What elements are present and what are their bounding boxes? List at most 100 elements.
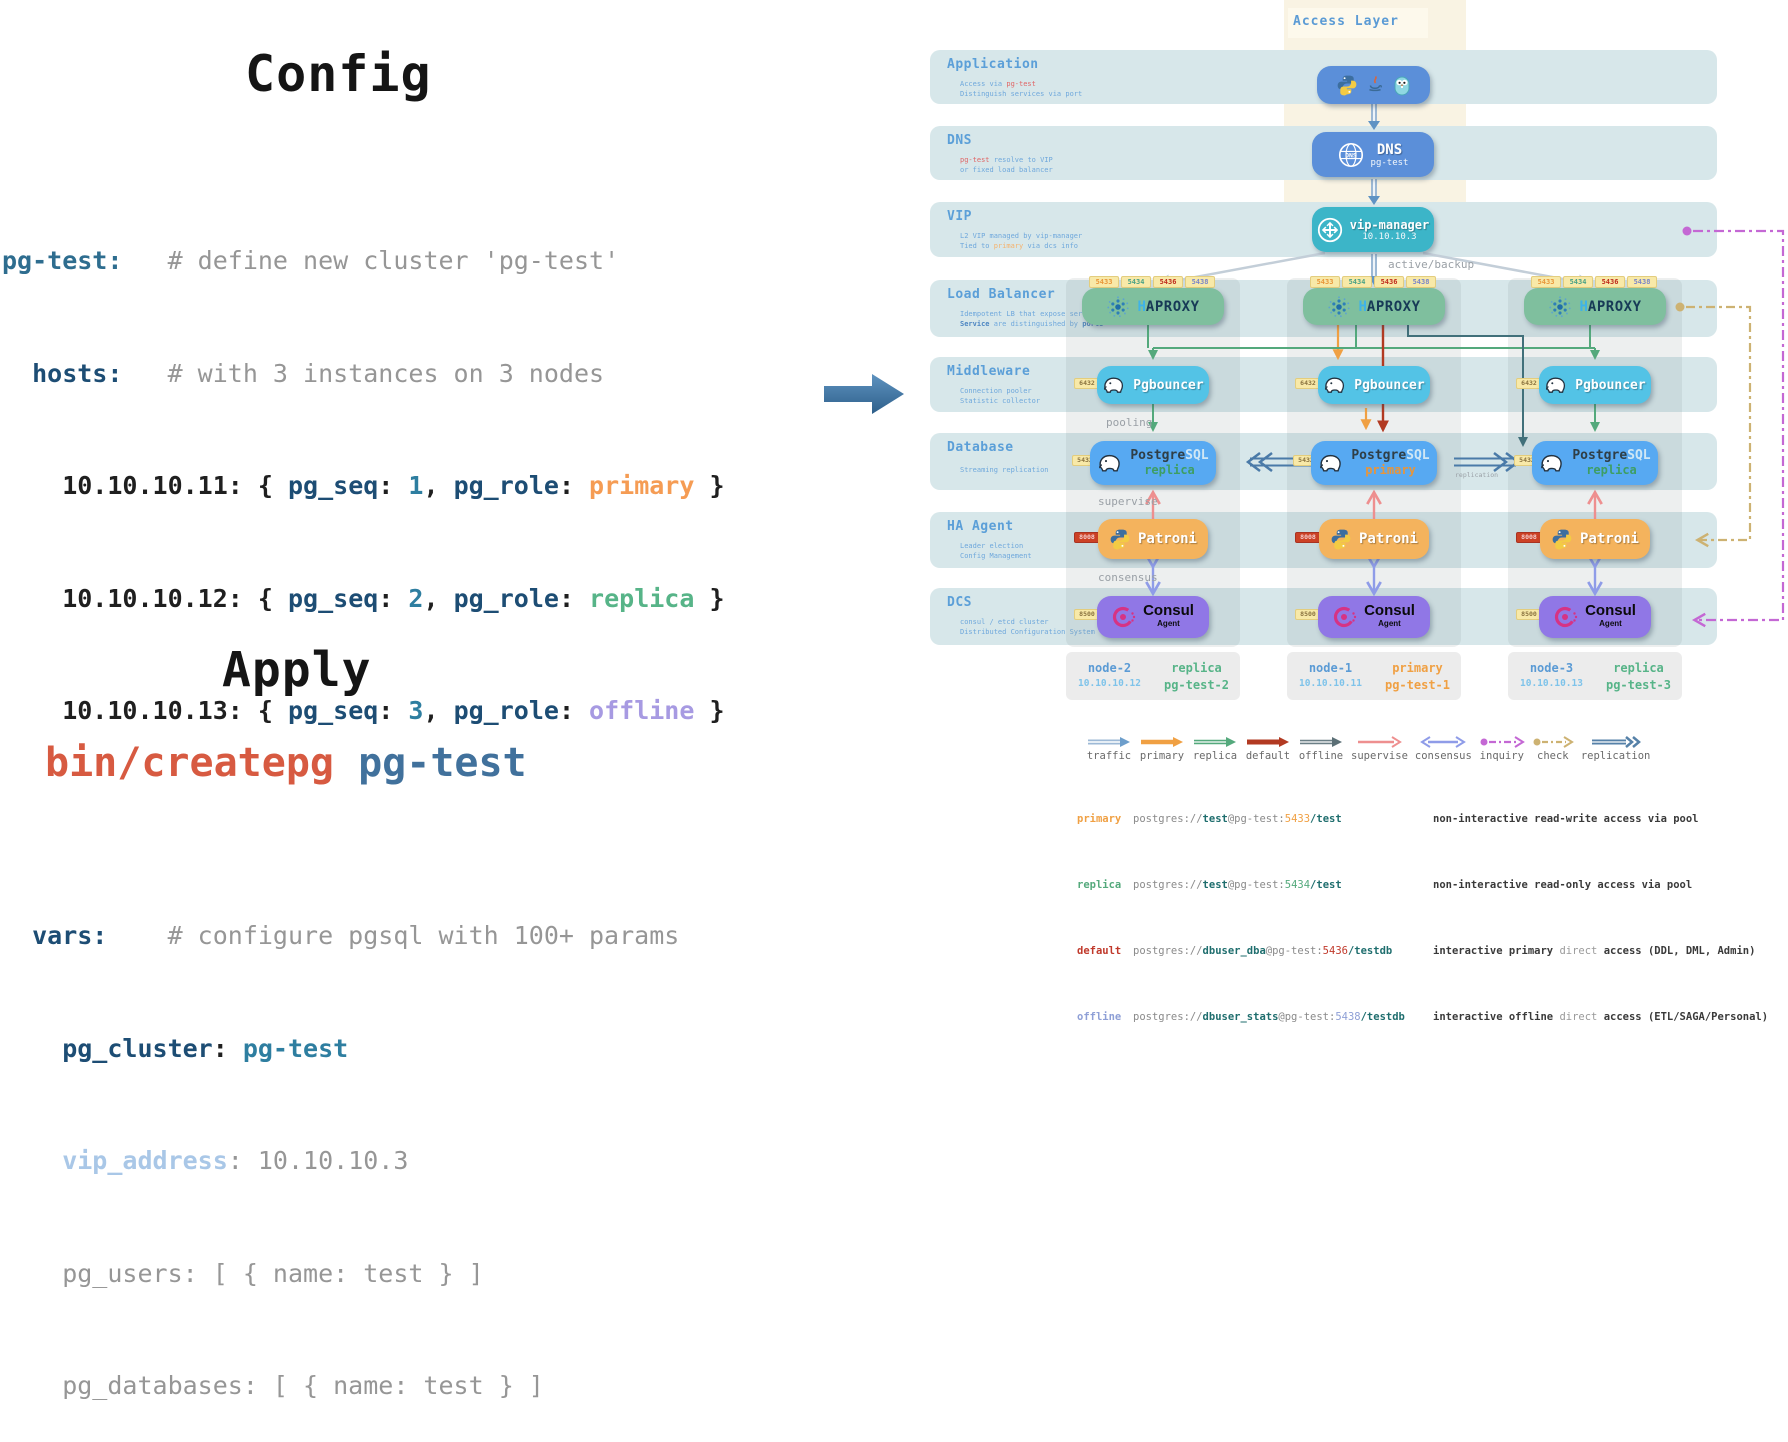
service-url: postgres://dbuser_stats@pg-test:5438/tes…	[1133, 1011, 1405, 1023]
apply-command: bin/createpg pg-test	[45, 740, 527, 786]
port-tag: 5434	[1342, 276, 1372, 288]
elephant-icon	[1325, 377, 1345, 393]
postgres-label-light: SQL	[1185, 448, 1209, 463]
haproxy-box: HAPROXY	[1524, 288, 1666, 325]
service-row: offline postgres://dbuser_stats@pg-test:…	[1077, 1006, 1768, 1028]
code-line: pg_users: [ { name: test } ]	[2, 1258, 484, 1288]
svg-text:DNS: DNS	[1345, 151, 1357, 159]
node-ip: 10.10.10.13	[1520, 677, 1583, 689]
traffic-arrow-icon	[1088, 737, 1130, 747]
node-name: node-2	[1087, 660, 1132, 675]
haproxy-label-h: H	[1358, 298, 1367, 315]
node-ip: 10.10.10.12	[1078, 677, 1141, 689]
consul-icon	[1554, 606, 1578, 628]
port-tag: 5433	[1531, 276, 1561, 288]
consensus-label: consensus	[1098, 571, 1158, 584]
code-line: vip_address: 10.10.10.3	[2, 1146, 409, 1175]
node-name: node-3	[1529, 660, 1574, 675]
python-icon	[1331, 529, 1351, 550]
postgres-box: PostgreSQL replica	[1532, 441, 1658, 485]
check-arrow-icon	[1533, 736, 1574, 748]
consul-icon	[1112, 606, 1136, 628]
postgres-label-light: SQL	[1627, 448, 1651, 463]
node-instance: pg-test-2	[1163, 677, 1230, 692]
consul-box: Consul Agent	[1318, 596, 1430, 638]
port-tag: 5434	[1121, 276, 1151, 288]
config-title: Config	[245, 45, 432, 103]
command-argument: pg-test	[333, 740, 527, 786]
dns-globe-icon: DNS	[1338, 142, 1363, 167]
haproxy-icon	[1328, 295, 1351, 317]
postgres-label-light: SQL	[1406, 448, 1430, 463]
node-name: node-1	[1308, 660, 1353, 675]
patroni-box: Patroni	[1540, 519, 1650, 559]
elephant-icon	[1104, 377, 1124, 393]
service-desc: non-interactive read-write access via po…	[1433, 813, 1699, 825]
service-desc: interactive primary direct access (DDL, …	[1433, 945, 1756, 957]
dns-box-label: DNS	[1376, 141, 1403, 158]
postgres-role: replica	[1586, 463, 1637, 477]
node-role: primary	[1392, 660, 1443, 675]
postgres-label-dark: Postgre	[1572, 448, 1628, 463]
legend-item: consensus	[1415, 736, 1472, 762]
code-line: pg_cluster: pg-test	[2, 1033, 349, 1063]
code-line: vars: # configure pgsql with 100+ params	[2, 921, 680, 950]
port-tag: 5438	[1406, 276, 1436, 288]
legend-item: replication	[1581, 736, 1650, 762]
service-role: offline	[1077, 1011, 1122, 1023]
haproxy-label-rest: APROXY	[1587, 298, 1642, 315]
code-blank-line	[2, 805, 725, 843]
legend-item: replica	[1192, 736, 1238, 762]
pgbouncer-box: Pgbouncer	[1097, 366, 1209, 404]
service-row: primary postgres://test@pg-test:5433/tes…	[1077, 808, 1768, 830]
vip-router-icon	[1317, 217, 1342, 242]
access-layer-label-highlight	[1288, 8, 1428, 38]
node-role: replica	[1613, 660, 1664, 675]
dns-box: DNS DNS pg-test	[1312, 132, 1434, 177]
pgbouncer-label: Pgbouncer	[1354, 377, 1425, 393]
default-arrow-icon	[1247, 737, 1289, 747]
code-line: 10.10.10.11: { pg_seq: 1, pg_role: prima…	[2, 471, 725, 500]
config-code-block: pg-test: # define new cluster 'pg-test' …	[2, 167, 725, 1442]
service-url: postgres://dbuser_dba@pg-test:5436/testd…	[1133, 945, 1393, 957]
service-row: default postgres://dbuser_dba@pg-test:54…	[1077, 940, 1768, 962]
pigsty-config-apply-architecture-slide: { "config": { "title": "Config", "lines"…	[2, 0, 1785, 1400]
consensus-arrow-icon	[1420, 736, 1467, 748]
replica-arrow-icon	[1194, 737, 1236, 747]
pooling-label: pooling	[1106, 416, 1153, 429]
pgbouncer-label: Pgbouncer	[1133, 377, 1204, 393]
layer-label: DNS	[947, 133, 972, 148]
postgres-box: PostgreSQL primary	[1311, 441, 1437, 485]
node-role: replica	[1171, 660, 1222, 675]
haproxy-icon	[1549, 295, 1572, 317]
go-gopher-icon	[1394, 76, 1409, 95]
postgres-role: replica	[1144, 463, 1195, 477]
consul-box: Consul Agent	[1097, 596, 1209, 638]
python-icon	[1337, 75, 1356, 96]
patroni-box: Patroni	[1319, 519, 1429, 559]
pgbouncer-box: Pgbouncer	[1539, 366, 1651, 404]
haproxy-label-h: H	[1137, 298, 1146, 315]
consul-label: Consul	[1143, 602, 1194, 619]
consul-sub-label: Agent	[1157, 619, 1180, 628]
consul-sub-label: Agent	[1378, 619, 1401, 628]
legend: traffic primary replica default offline …	[1086, 736, 1650, 762]
postgres-role: primary	[1365, 463, 1416, 477]
vip-box-sub: 10.10.10.3	[1362, 231, 1417, 242]
service-table: primary postgres://test@pg-test:5433/tes…	[1077, 764, 1768, 1050]
python-icon	[1552, 529, 1572, 550]
port-tag: 5436	[1374, 276, 1404, 288]
legend-item: default	[1245, 736, 1291, 762]
service-url: postgres://test@pg-test:5433/test	[1133, 813, 1342, 825]
layer-label: HA Agent	[947, 519, 1014, 534]
supervise-arrow-icon	[1358, 736, 1403, 748]
supervise-label: supervise	[1098, 495, 1158, 508]
node-instance: pg-test-3	[1605, 677, 1672, 692]
node-footer: node-3 replica 10.10.10.13 pg-test-3	[1508, 652, 1682, 700]
